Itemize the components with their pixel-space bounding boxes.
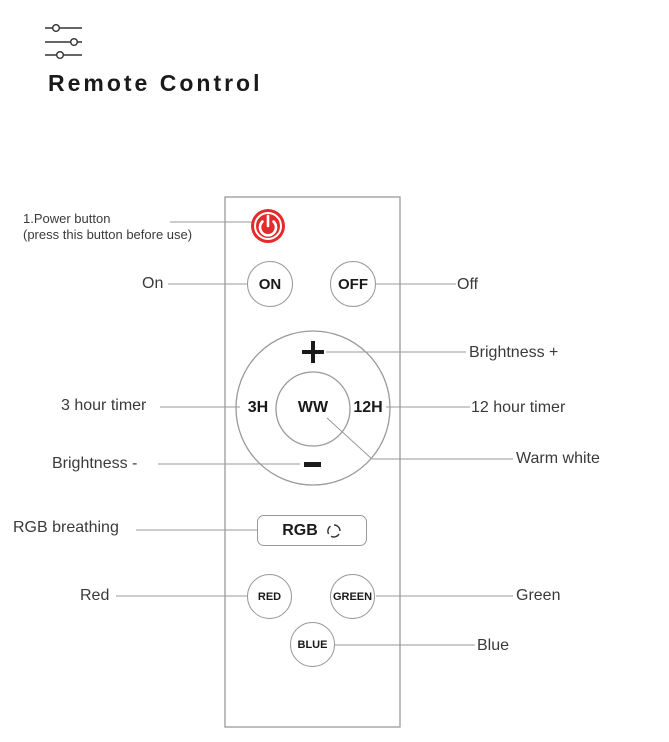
minus-icon xyxy=(304,462,321,467)
label-rgb-breathing: RGB breathing xyxy=(13,519,119,536)
warm-white-button[interactable]: WW xyxy=(297,399,329,416)
timer-3h-button[interactable]: 3H xyxy=(247,399,269,416)
red-button[interactable]: RED xyxy=(247,574,292,619)
label-power-line2: (press this button before use) xyxy=(23,227,193,242)
label-brightness-plus: Brightness + xyxy=(469,344,559,361)
rgb-button-label: RGB xyxy=(282,521,318,539)
label-on: On xyxy=(142,275,164,292)
power-button[interactable] xyxy=(251,209,285,243)
callout-warm-white-diag xyxy=(326,417,373,460)
label-warm-white: Warm white xyxy=(516,450,600,467)
page-title: Remote Control xyxy=(48,70,263,96)
sliders-icon xyxy=(45,24,82,60)
label-brightness-minus: Brightness - xyxy=(52,455,138,472)
label-green: Green xyxy=(516,587,561,604)
label-3h-timer: 3 hour timer xyxy=(61,397,147,414)
power-icon xyxy=(258,214,278,237)
off-button[interactable]: OFF xyxy=(330,261,376,307)
label-blue: Blue xyxy=(477,637,510,654)
label-power-line1: 1.Power button xyxy=(23,211,111,226)
green-button[interactable]: GREEN xyxy=(330,574,375,619)
label-red: Red xyxy=(80,587,110,604)
label-12h-timer: 12 hour timer xyxy=(471,399,566,416)
brightness-minus-button[interactable] xyxy=(304,462,321,467)
label-off: Off xyxy=(457,276,479,293)
brightness-plus-button[interactable] xyxy=(302,341,324,363)
inner-dial xyxy=(275,371,351,447)
timer-12h-button[interactable]: 12H xyxy=(353,399,383,416)
blue-button[interactable]: BLUE xyxy=(290,622,335,667)
cycle-icon xyxy=(326,523,341,538)
on-button[interactable]: ON xyxy=(247,261,293,307)
rgb-button[interactable]: RGB xyxy=(257,515,367,546)
